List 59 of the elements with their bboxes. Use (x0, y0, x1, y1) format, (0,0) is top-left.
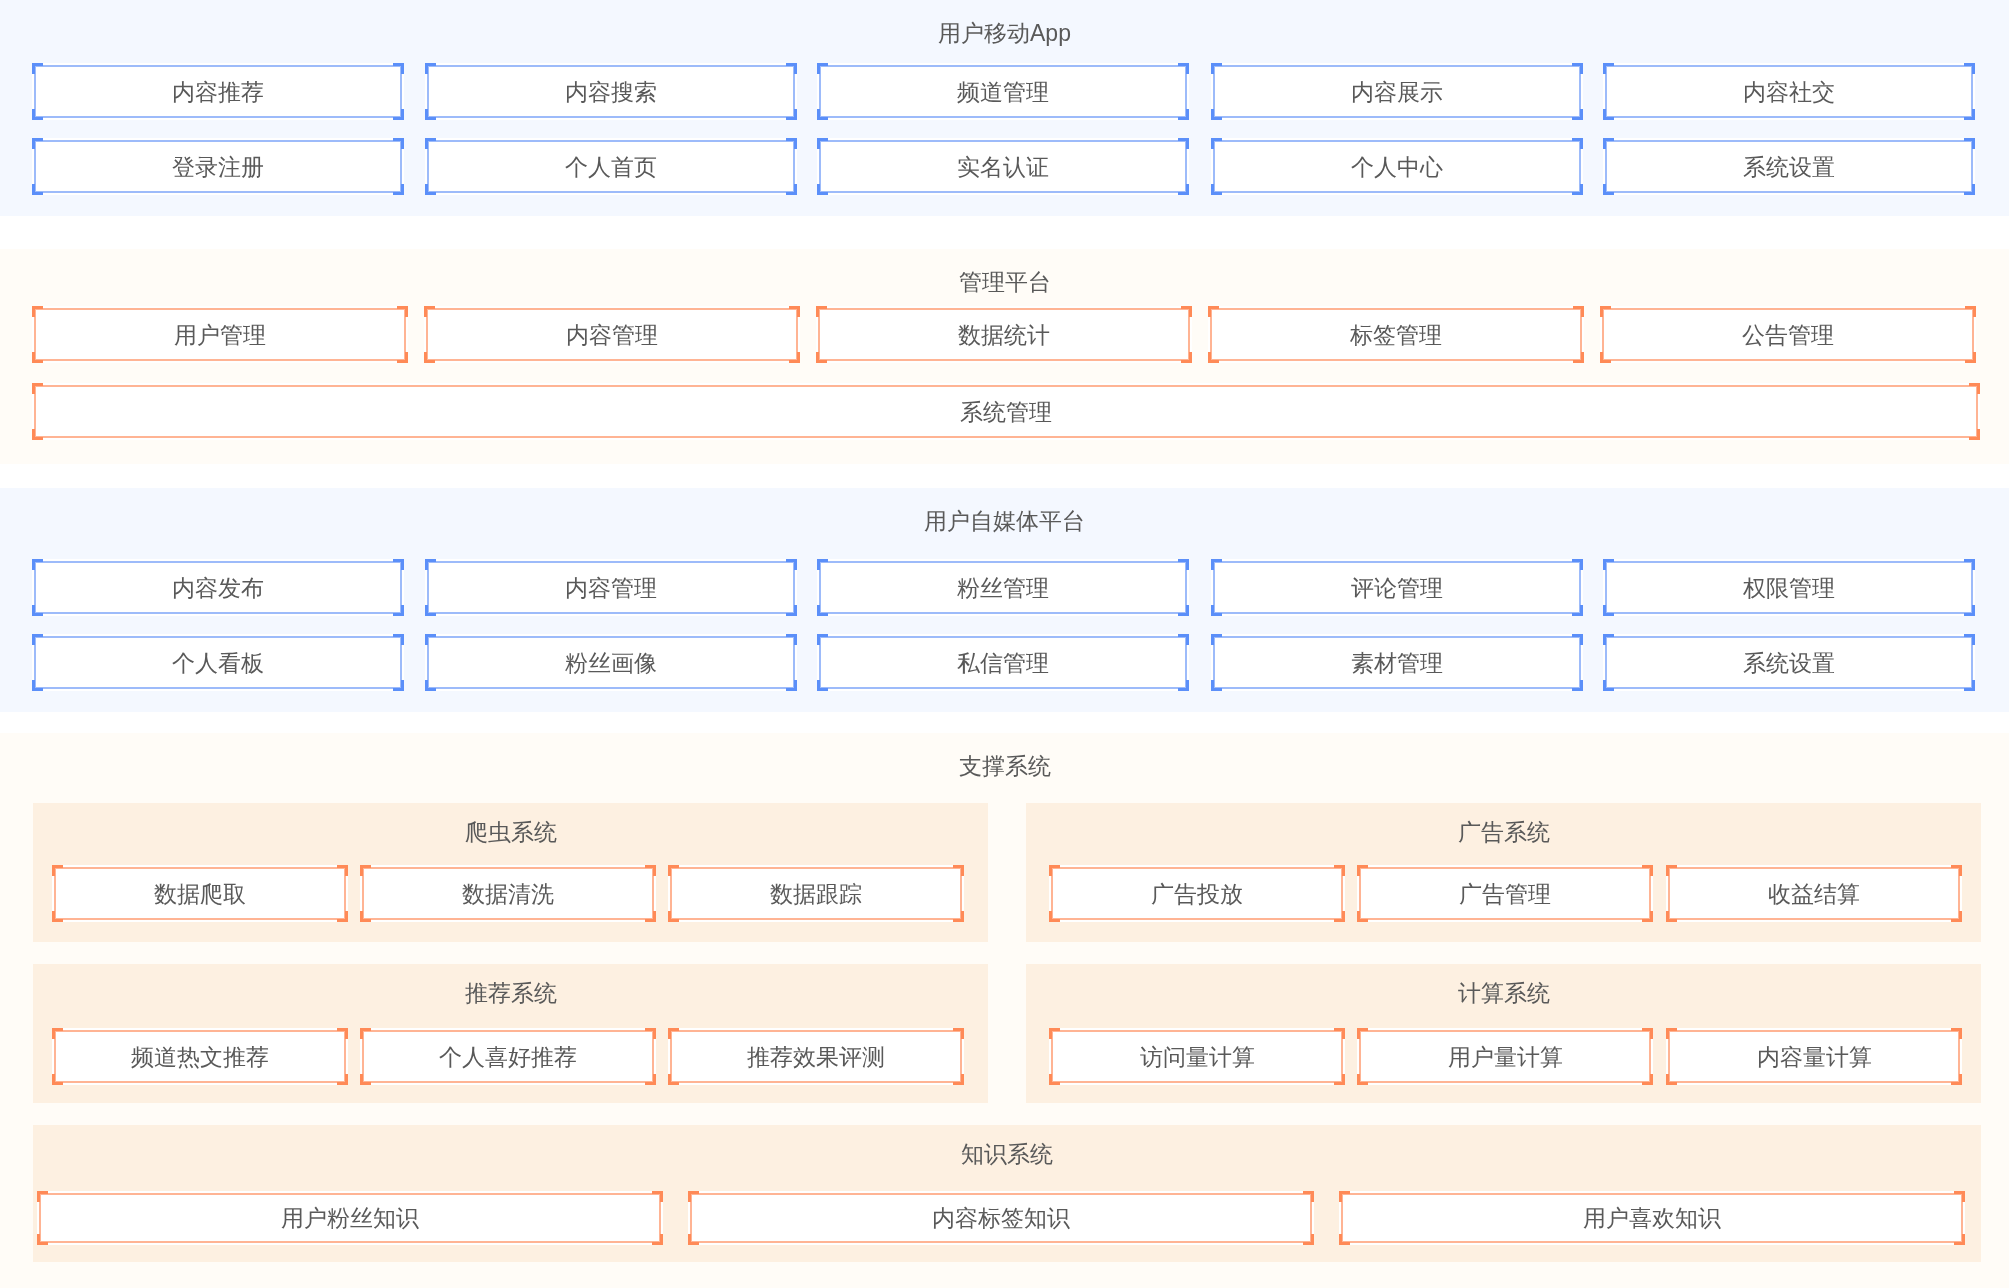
module-box: 粉丝管理 (817, 559, 1189, 616)
module-box: 数据爬取 (52, 865, 348, 922)
module-box: 内容量计算 (1666, 1028, 1962, 1085)
group-title: 计算系统 (1457, 979, 1550, 1007)
module-box: 实名认证 (817, 138, 1189, 195)
layer-title: 用户自媒体平台 (924, 507, 1085, 535)
group-panel (33, 803, 988, 942)
module-box: 内容管理 (425, 559, 797, 616)
module-box: 个人首页 (425, 138, 797, 195)
module-box: 内容管理 (424, 306, 800, 363)
module-box: 推荐效果评测 (668, 1028, 964, 1085)
module-box: 私信管理 (817, 634, 1189, 691)
module-box: 个人看板 (32, 634, 404, 691)
module-box: 权限管理 (1603, 559, 1975, 616)
module-box: 频道管理 (817, 63, 1189, 120)
module-box: 内容展示 (1211, 63, 1583, 120)
layer-panel (0, 249, 2009, 464)
layer-panel (0, 733, 2009, 1288)
module-box: 系统设置 (1603, 138, 1975, 195)
module-box: 内容搜索 (425, 63, 797, 120)
module-box: 用户管理 (32, 306, 408, 363)
module-box: 数据统计 (816, 306, 1192, 363)
layer-panel (0, 488, 2009, 712)
module-box: 粉丝画像 (425, 634, 797, 691)
layer-title: 支撑系统 (958, 752, 1051, 780)
module-box: 数据跟踪 (668, 865, 964, 922)
module-box: 用户喜欢知识 (1339, 1191, 1965, 1245)
layer-panel (0, 0, 2009, 216)
module-box: 内容发布 (32, 559, 404, 616)
module-box: 内容标签知识 (688, 1191, 1314, 1245)
module-box: 公告管理 (1600, 306, 1976, 363)
group-panel (1026, 803, 1981, 942)
module-box: 内容推荐 (32, 63, 404, 120)
layer-title: 管理平台 (958, 268, 1051, 296)
module-box: 评论管理 (1211, 559, 1583, 616)
module-box: 系统管理 (32, 383, 1980, 440)
group-title: 知识系统 (961, 1140, 1053, 1168)
module-box: 收益结算 (1666, 865, 1962, 922)
module-box: 用户量计算 (1357, 1028, 1653, 1085)
module-box: 广告投放 (1049, 865, 1345, 922)
module-box: 数据清洗 (360, 865, 656, 922)
module-box: 内容社交 (1603, 63, 1975, 120)
layer-title: 用户移动App (938, 19, 1071, 47)
group-panel (33, 964, 988, 1103)
module-box: 广告管理 (1357, 865, 1653, 922)
module-box: 个人喜好推荐 (360, 1028, 656, 1085)
module-box: 系统设置 (1603, 634, 1975, 691)
group-panel (1026, 964, 1981, 1103)
module-box: 频道热文推荐 (52, 1028, 348, 1085)
group-title: 推荐系统 (464, 979, 557, 1007)
module-box: 用户粉丝知识 (37, 1191, 663, 1245)
module-box: 访问量计算 (1049, 1028, 1345, 1085)
group-title: 广告系统 (1457, 818, 1550, 846)
group-title: 爬虫系统 (464, 818, 557, 846)
group-panel (33, 1125, 1981, 1262)
module-box: 登录注册 (32, 138, 404, 195)
module-box: 素材管理 (1211, 634, 1583, 691)
module-box: 标签管理 (1208, 306, 1584, 363)
module-box: 个人中心 (1211, 138, 1583, 195)
